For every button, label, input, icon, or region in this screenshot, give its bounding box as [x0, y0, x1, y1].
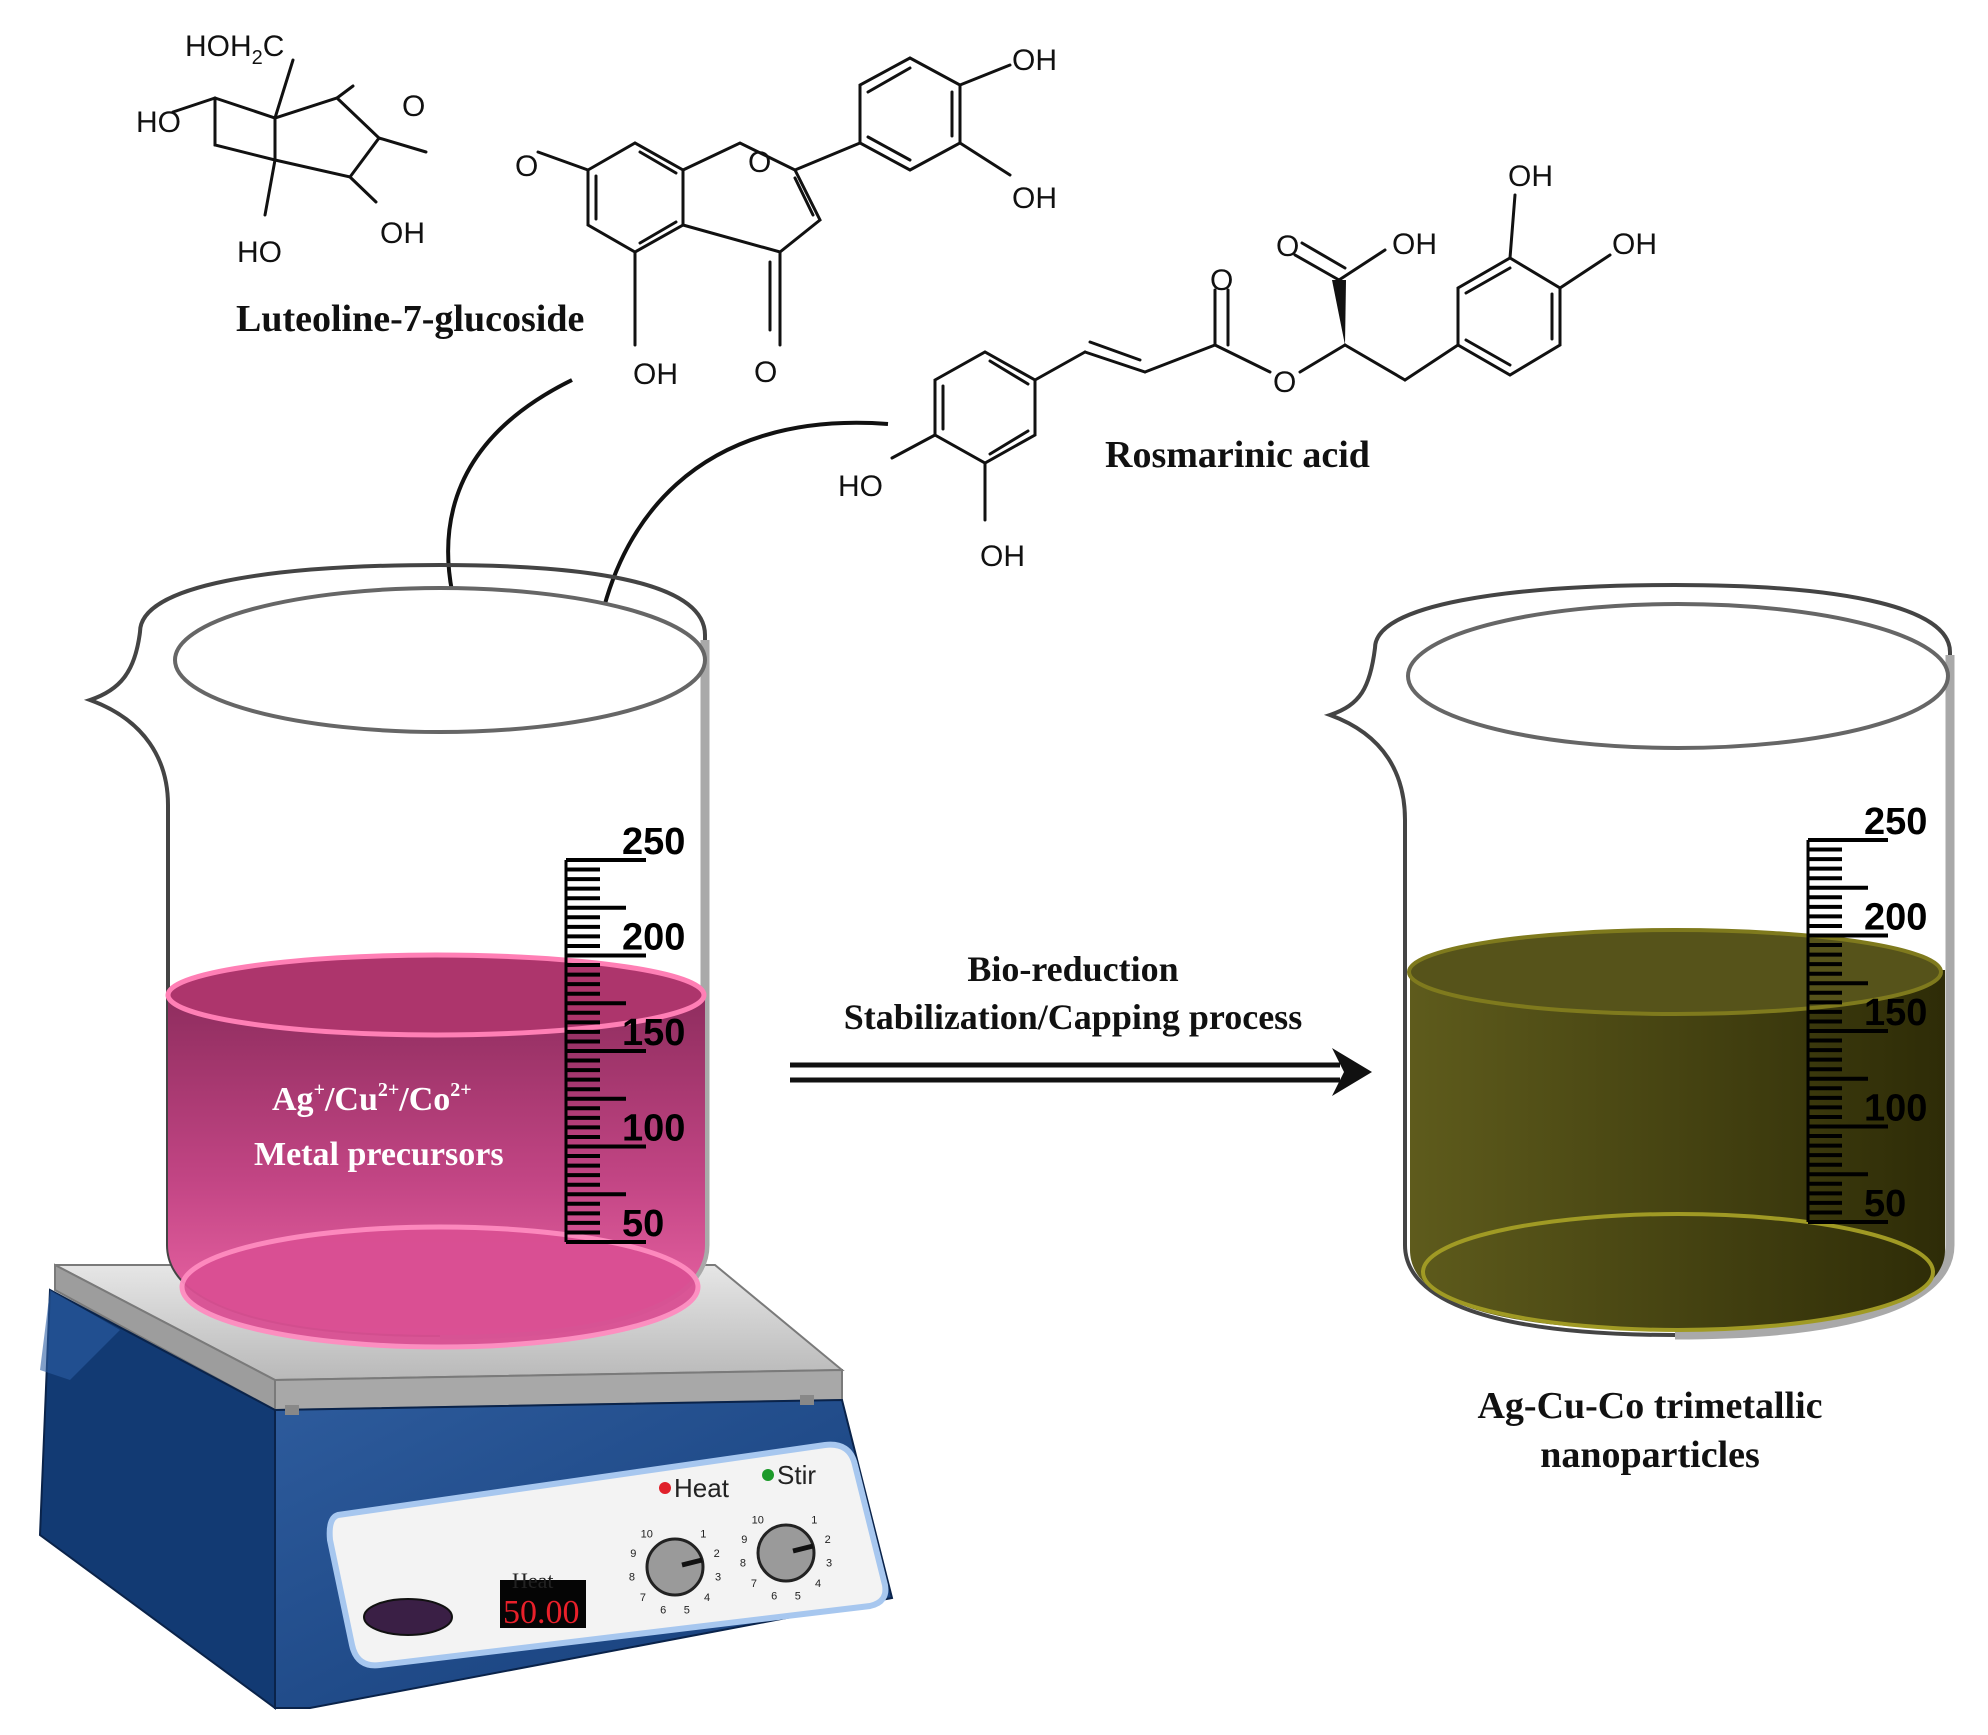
heat-indicator-dot — [659, 1482, 671, 1494]
heat-knob[interactable] — [645, 1537, 705, 1597]
display-value: 50.00 — [503, 1594, 580, 1631]
stir-dial-number: 10 — [752, 1514, 764, 1526]
sugar-ring-oxygen: O — [402, 90, 425, 123]
ester-oxygen: O — [1273, 366, 1296, 399]
right-scale-tick-label: 150 — [1864, 992, 1927, 1034]
precursor-ions: Ag+/Cu2+/Co2+ — [272, 1079, 472, 1118]
power-button[interactable] — [363, 1598, 453, 1636]
luteolin-oh-top-b: OH — [1012, 182, 1057, 215]
stir-dial-number: 3 — [826, 1557, 832, 1569]
luteolin-structure: HOH2C O HO HO OH O OH OH O OH O — [136, 30, 1057, 391]
heat-dial-number: 6 — [660, 1604, 666, 1616]
product-line-1: Ag-Cu-Co trimetallic — [1477, 1385, 1822, 1427]
keto-oxygen: O — [754, 356, 777, 389]
stir-indicator-dot — [762, 1469, 774, 1481]
left-beaker: 250 200 150 100 50 Ag+/Cu2+/Co2+ Metal precu… — [83, 562, 710, 1350]
luteolin-oh-top-a: OH — [1012, 44, 1057, 77]
nanoparticle-surface — [1407, 928, 1943, 1016]
luteolin-oh-5: OH — [633, 358, 678, 391]
stir-label: Stir — [777, 1460, 816, 1490]
right-scale-tick-label: 250 — [1864, 801, 1927, 843]
stir-dial-number: 7 — [751, 1578, 757, 1590]
sugar-ho-bottom: HO — [237, 236, 282, 269]
display-caption: Heat — [512, 1568, 554, 1593]
stir-dial-number: 1 — [811, 1514, 817, 1526]
precursor-label: Metal precursors — [254, 1136, 504, 1173]
stir-dial-number: 6 — [771, 1590, 777, 1602]
left-scale-tick-label: 100 — [622, 1108, 685, 1150]
heat-dial-number: 9 — [630, 1548, 636, 1560]
glycosidic-oxygen: O — [515, 150, 538, 183]
right-scale-tick-label: 100 — [1864, 1088, 1927, 1130]
left-volume-scale: 250 200 150 100 50 — [564, 821, 685, 1245]
process-line-2: Stabilization/Capping process — [844, 997, 1302, 1037]
left-scale-tick-label: 50 — [622, 1203, 664, 1245]
stir-dial-number: 8 — [740, 1557, 746, 1569]
ester-carbonyl-oxygen: O — [1210, 264, 1233, 297]
rosmarinic-structure: OH OH O OH O O HO OH — [838, 160, 1657, 573]
right-volume-scale: 250 200 150 100 50 — [1806, 801, 1927, 1225]
stir-dial-number: 2 — [825, 1534, 831, 1546]
stir-dial-number: 4 — [815, 1578, 821, 1590]
product-line-2: nanoparticles — [1540, 1434, 1760, 1476]
heat-label: Heat — [674, 1473, 730, 1503]
rosmarinic-name: Rosmarinic acid — [1105, 434, 1370, 476]
heat-dial-number: 10 — [641, 1528, 653, 1540]
rosmarinic-ho-left: HO — [838, 470, 883, 503]
rosmarinic-oh-r2: OH — [1612, 228, 1657, 261]
stir-dial-number: 5 — [795, 1590, 801, 1602]
heat-dial-number: 8 — [629, 1571, 635, 1583]
heat-dial-number: 7 — [640, 1592, 646, 1604]
right-beaker: 250 200 150 100 50 — [1323, 582, 1955, 1340]
left-scale-tick-label: 250 — [622, 821, 685, 863]
hoh2c-group: HOH2C — [185, 30, 284, 69]
sugar-oh: OH — [380, 217, 425, 250]
rosmarinic-oh-left: OH — [980, 540, 1025, 573]
chromone-oxygen: O — [748, 146, 771, 179]
sugar-ho-left: HO — [136, 106, 181, 139]
temperature-display — [500, 1580, 586, 1628]
acid-oh: OH — [1392, 228, 1437, 261]
process-arrow — [790, 1048, 1372, 1096]
acid-carbonyl-oxygen: O — [1276, 230, 1299, 263]
heat-dial-number: 1 — [700, 1528, 706, 1540]
heat-dial-number: 4 — [704, 1592, 710, 1604]
left-scale-tick-label: 150 — [622, 1012, 685, 1054]
heat-dial-number: 3 — [715, 1571, 721, 1583]
left-scale-tick-label: 200 — [622, 917, 685, 959]
stir-knob[interactable] — [756, 1523, 816, 1583]
stir-dial-number: 9 — [741, 1534, 747, 1546]
right-scale-tick-label: 200 — [1864, 897, 1927, 939]
heat-dial-number: 2 — [714, 1548, 720, 1560]
process-line-1: Bio-reduction — [967, 949, 1178, 989]
heat-dial-number: 5 — [684, 1604, 690, 1616]
luteolin-name: Luteoline-7-glucoside — [236, 298, 584, 340]
rosmarinic-oh-r1: OH — [1508, 160, 1553, 193]
right-scale-tick-label: 50 — [1864, 1183, 1906, 1225]
